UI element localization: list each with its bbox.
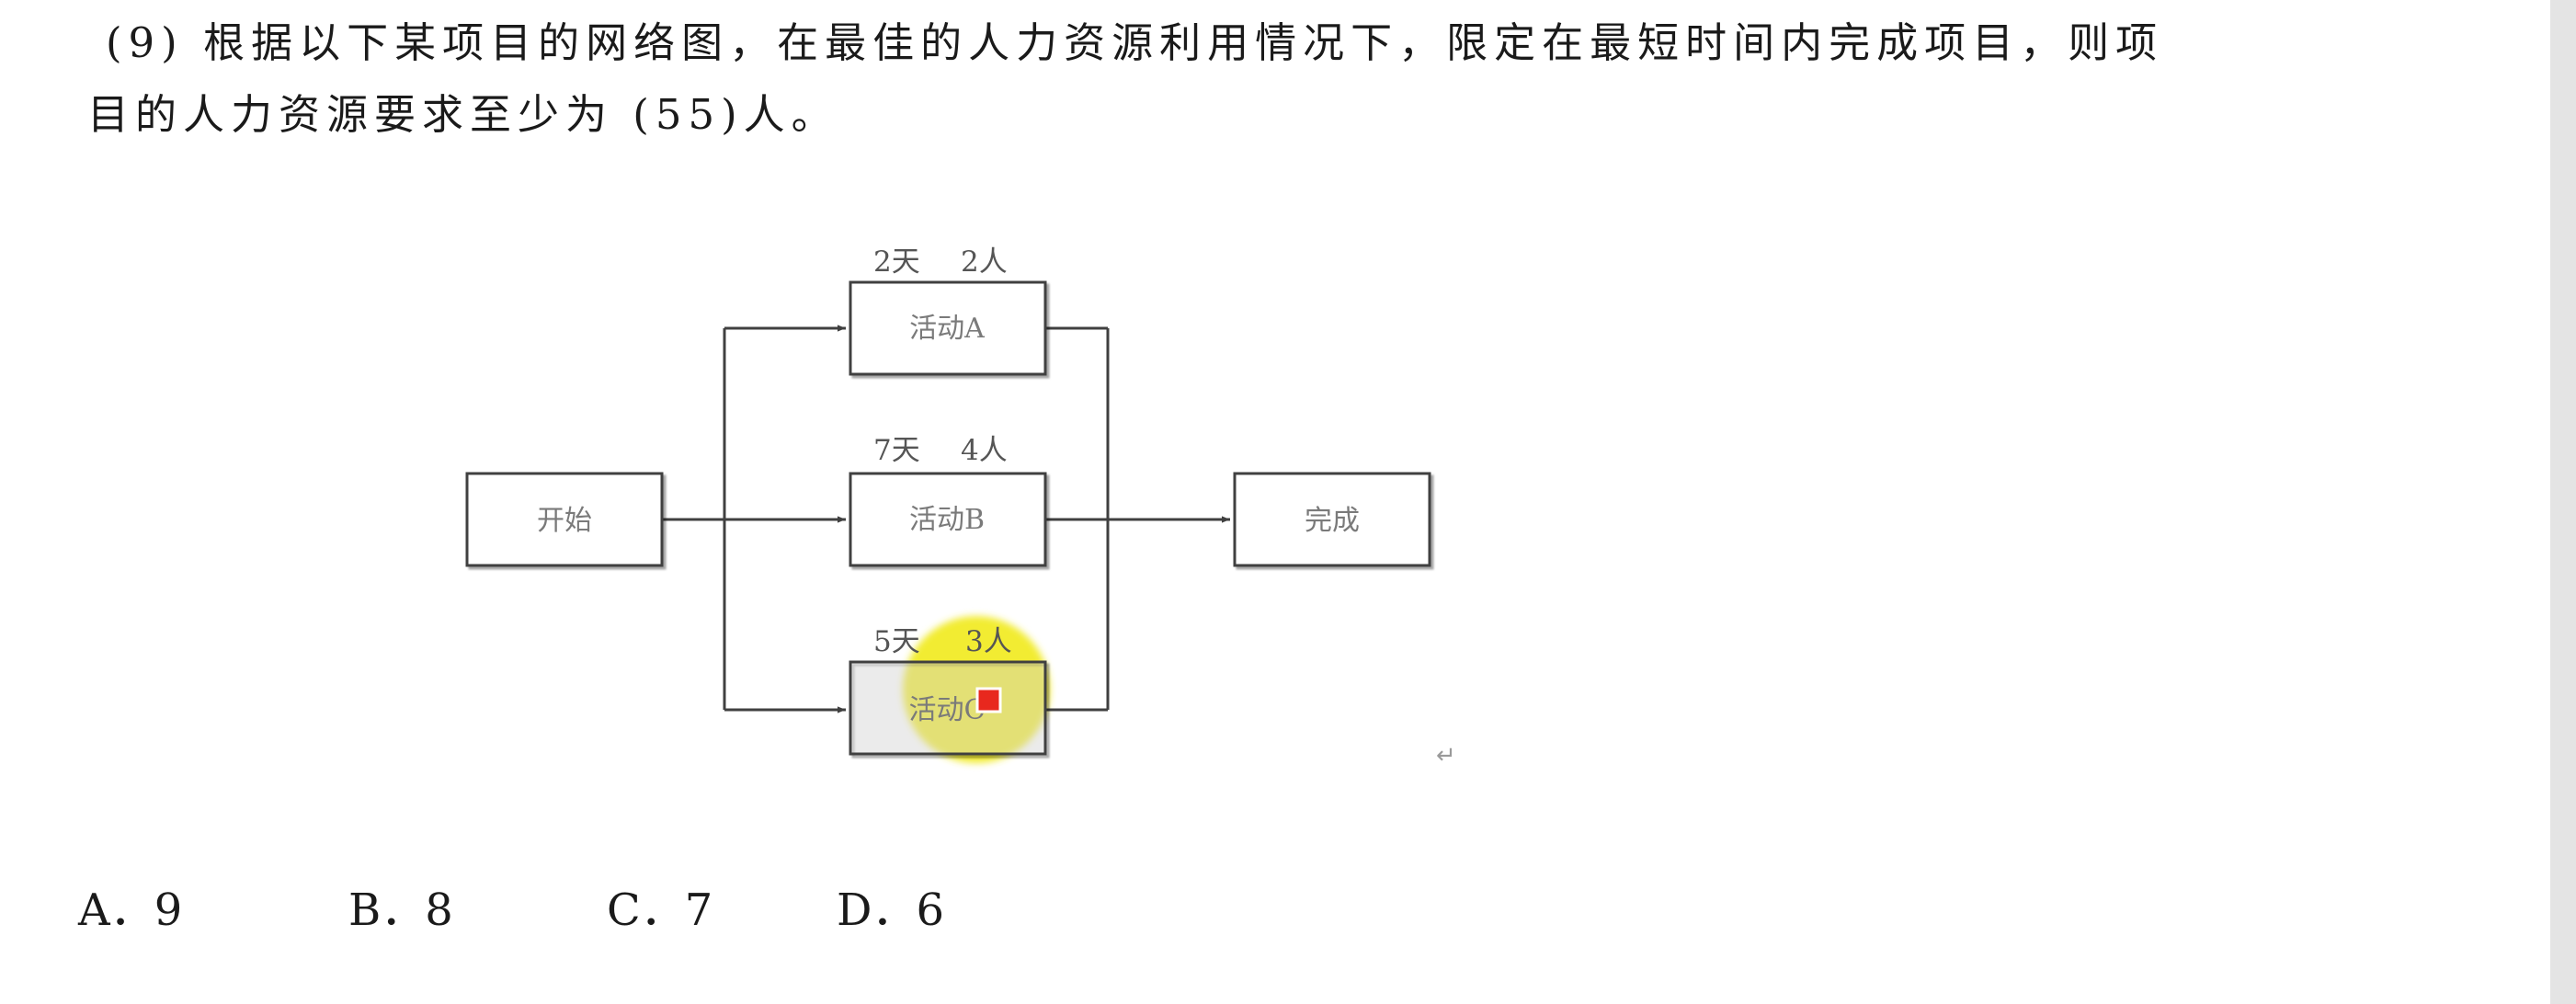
start-node: 开始 (465, 472, 664, 567)
activity-b-days: 7天 (873, 434, 920, 467)
activity-a-people: 2人 (961, 245, 1008, 279)
end-label: 完成 (1305, 505, 1360, 537)
activity-a-label: 活动A (909, 313, 985, 345)
activity-c-node: 5天 3人 活动C (849, 625, 1047, 756)
activity-a-node: 2天 2人 活动A (849, 245, 1047, 376)
option-d[interactable]: D．6 (837, 884, 945, 936)
option-a[interactable]: A．9 (78, 884, 183, 936)
scrollbar-track[interactable] (2550, 0, 2576, 1004)
connectors (662, 325, 1230, 713)
activity-b-label: 活动B (909, 504, 985, 536)
question-text: (9) 根据以下某项目的网络图，在最佳的人力资源利用情况下，限定在最短时间内完成… (87, 7, 2496, 151)
activity-a-days: 2天 (873, 245, 920, 279)
activity-b-people: 4人 (961, 434, 1008, 467)
question-number: (9) (106, 18, 184, 67)
cursor-marker (975, 687, 1002, 713)
activity-b-node: 7天 4人 活动B (849, 434, 1047, 567)
option-b[interactable]: B．8 (348, 884, 453, 936)
activity-c-label: 活动C (909, 694, 986, 726)
option-c[interactable]: C．7 (607, 884, 713, 936)
paragraph-return-mark: ↵ (1436, 742, 1456, 770)
start-label: 开始 (537, 505, 592, 537)
question-line-1: (9) 根据以下某项目的网络图，在最佳的人力资源利用情况下，限定在最短时间内完成… (106, 18, 2164, 67)
activity-c-people: 3人 (965, 625, 1012, 658)
activity-c-days: 5天 (873, 625, 920, 658)
end-node: 完成 (1233, 472, 1431, 567)
question-line-2: 目的人力资源要求至少为 (55)人。 (87, 90, 839, 139)
